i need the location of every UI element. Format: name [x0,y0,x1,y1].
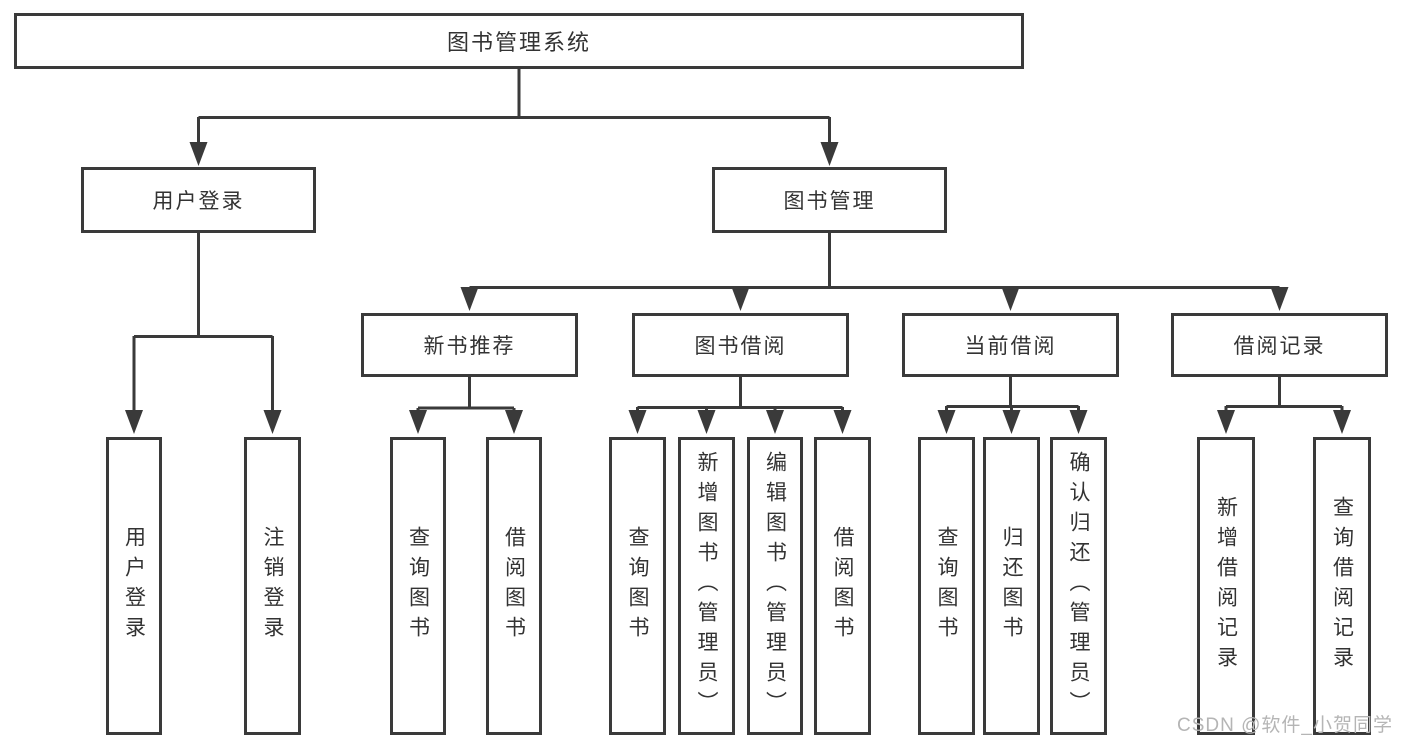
node-new-book-recommendation: 新书推荐 [361,313,578,377]
node-book-management: 图书管理 [712,167,947,233]
watermark: CSDN @软件_小贺同学 [1177,715,1393,736]
leaf-borrow-books-1: 借阅图书 [486,437,542,735]
leaf-add-borrow-record: 新增借阅记录 [1197,437,1255,735]
leaf-confirm-return-admin: 确认归还（管理员） [1050,437,1107,735]
node-borrowing-records: 借阅记录 [1171,313,1388,377]
node-library-management-system: 图书管理系统 [14,13,1024,69]
leaf-query-books-3: 查询图书 [918,437,975,735]
leaf-query-books-2: 查询图书 [609,437,666,735]
leaf-user-login: 用户登录 [106,437,162,735]
leaf-logout: 注销登录 [244,437,301,735]
node-user-login: 用户登录 [81,167,316,233]
leaf-query-borrow-record: 查询借阅记录 [1313,437,1371,735]
leaf-borrow-books-2: 借阅图书 [814,437,871,735]
leaf-return-books: 归还图书 [983,437,1040,735]
leaf-query-books-1: 查询图书 [390,437,446,735]
node-current-borrowing: 当前借阅 [902,313,1119,377]
leaf-add-books-admin: 新增图书（管理员） [678,437,735,735]
leaf-edit-books-admin: 编辑图书（管理员） [747,437,803,735]
node-book-borrowing: 图书借阅 [632,313,849,377]
